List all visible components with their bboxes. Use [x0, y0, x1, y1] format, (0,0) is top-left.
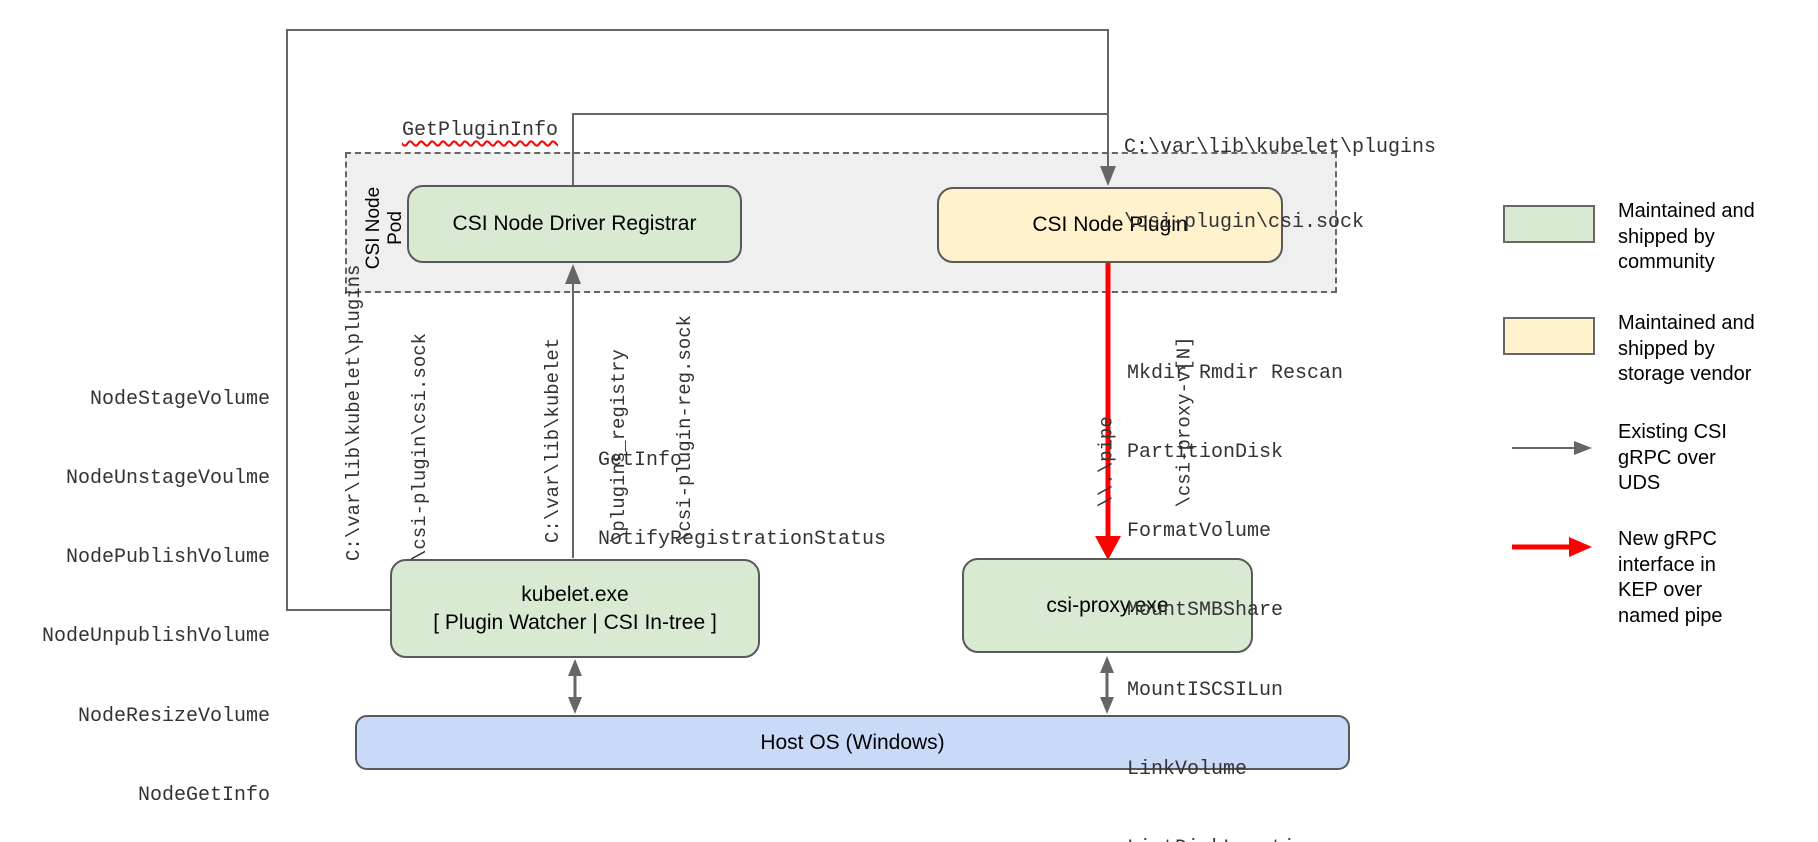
call-line: NotifyRegistrationStatus	[598, 528, 887, 552]
path-line: C:\var\lib\kubelet	[542, 337, 564, 543]
kubelet-label-line2: [ Plugin Watcher | CSI In-tree ]	[433, 610, 717, 634]
legend-existing-grpc-arrow	[1512, 441, 1592, 455]
legend-label-existing-grpc: Existing CSI gRPC over UDS	[1618, 421, 1727, 494]
csi-proxy-label: csi-proxy.exe	[1046, 593, 1169, 617]
arrowhead-up-icon	[1100, 656, 1114, 673]
host-os-label: Host OS (Windows)	[760, 730, 945, 754]
legend-swatch-community	[1503, 205, 1595, 243]
arrowhead-right-icon	[1569, 537, 1592, 557]
csi-sock-path-label: C:\var\lib\kubelet\plugins \csi-plugin\c…	[1124, 85, 1436, 285]
legend-new-grpc-arrow	[1512, 537, 1592, 557]
rpc-item: NodePublishVolume	[65, 546, 270, 570]
csi-proxy-box: csi-proxy.exe	[962, 558, 1253, 653]
csi-node-driver-registrar-box: CSI Node Driver Registrar	[407, 185, 742, 263]
call-line: GetInfo	[598, 448, 683, 472]
registrar-label: CSI Node Driver Registrar	[452, 212, 697, 235]
api-item: LinkVolume	[1127, 757, 1248, 781]
arrowhead-up-icon	[568, 659, 582, 676]
proxy-hostos-double-arrow	[1100, 656, 1114, 714]
path-line: C:\var\lib\kubelet\plugins	[343, 264, 365, 561]
get-plugin-info-label: GetPluginInfo	[402, 119, 559, 142]
api-item: Mkdir Rmdir Rescan	[1127, 361, 1344, 385]
legend-label-community: Maintained and shipped by community	[1618, 200, 1755, 273]
named-pipe-vertical-label: \\.\pipe \csi-proxy-v[N]	[1042, 333, 1196, 507]
plugin-label: CSI Node Plugin	[1032, 213, 1188, 236]
api-item: FormatVolume	[1127, 520, 1272, 544]
kubelet-box: kubelet.exe [ Plugin Watcher | CSI In-tr…	[390, 559, 760, 658]
api-item: MountSMBShare	[1127, 599, 1284, 623]
path-line: C:\var\lib\kubelet\plugins	[1124, 136, 1437, 159]
legend-swatch-storage-vendor	[1503, 317, 1595, 355]
csi-sock-path-vertical-label: C:\var\lib\kubelet\plugins \csi-plugin\c…	[299, 261, 431, 561]
path-line: \csi-plugin\csi.sock	[409, 332, 431, 561]
arrowhead-right-icon	[1574, 441, 1592, 455]
rpc-item: NodeUnpublishVolume	[41, 625, 270, 649]
arrowhead-down-icon	[568, 697, 582, 714]
rpc-item: NodeStageVolume	[89, 387, 270, 411]
legend-label-new-grpc: New gRPC interface in KEP over named pip…	[1618, 528, 1723, 627]
api-item: MountISCSILun	[1127, 678, 1284, 702]
kubelet-label-line1: kubelet.exe	[521, 582, 629, 606]
path-line: \\.\pipe	[1095, 416, 1118, 508]
proxy-api-list: Mkdir Rmdir Rescan PartitionDisk FormatV…	[1127, 308, 1343, 842]
registration-sock-path-vertical-label: C:\var\lib\kubelet \plugins_registry \cs…	[498, 313, 696, 543]
host-os-box: Host OS (Windows)	[355, 715, 1350, 770]
api-item: ListDiskLocations	[1127, 836, 1343, 842]
rpc-item: NodeResizeVolume	[77, 704, 270, 728]
rpc-item: NodeUnstageVoulme	[65, 467, 270, 491]
csi-node-plugin-box: CSI Node Plugin	[937, 187, 1283, 263]
path-line: \csi-plugin\csi.sock	[1124, 211, 1365, 234]
arrowhead-down-icon	[1100, 697, 1114, 714]
legend-label-storage-vendor: Maintained and shipped by storage vendor	[1618, 312, 1755, 385]
kubelet-hostos-double-arrow	[568, 659, 582, 714]
node-rpc-list: NodeStageVolume NodeUnstageVoulme NodePu…	[28, 334, 270, 842]
api-item: PartitionDisk	[1127, 441, 1284, 465]
rpc-item: NodeGetInfo	[137, 783, 270, 807]
registration-calls-label: GetInfo NotifyRegistrationStatus	[598, 395, 886, 606]
arrowhead-down-icon	[1095, 536, 1121, 560]
